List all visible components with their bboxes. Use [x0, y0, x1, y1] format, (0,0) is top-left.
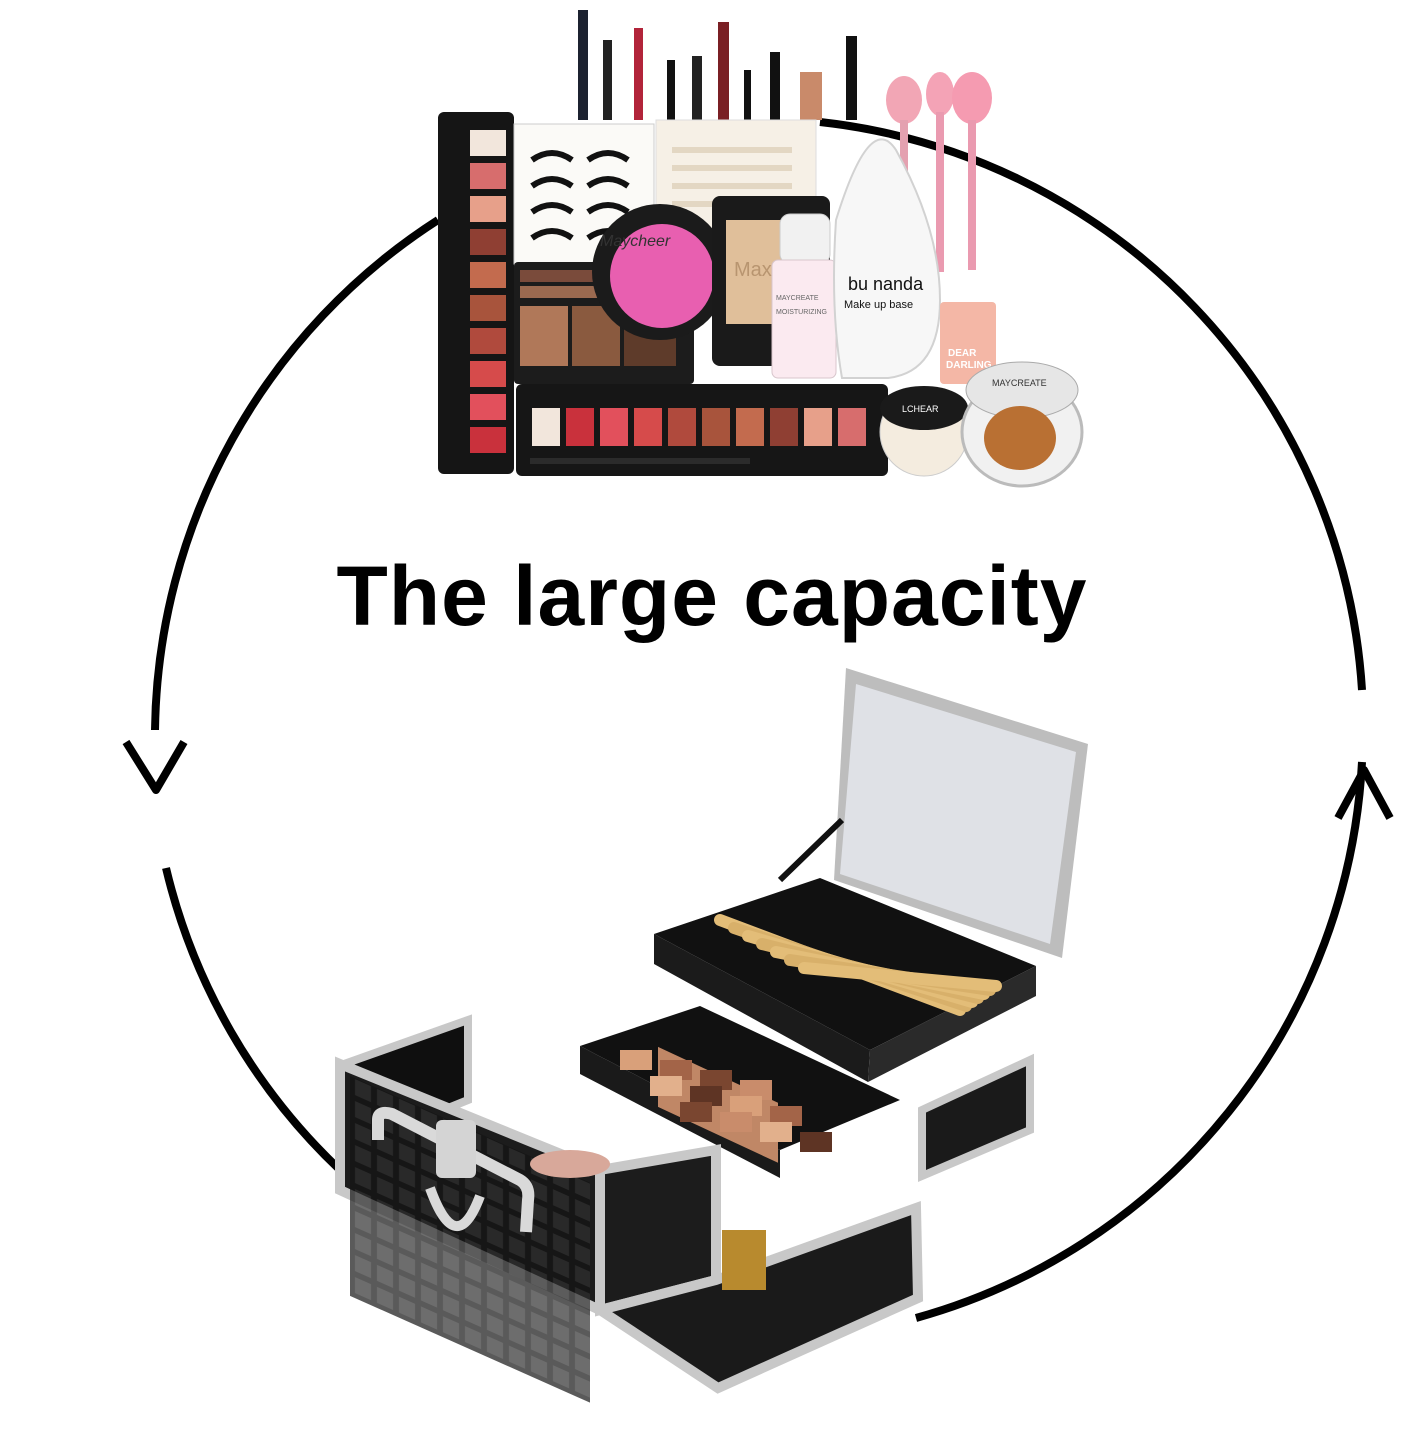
middle-tray	[580, 1006, 900, 1178]
cosmetics-group: Maycheer Max MAYCREATE MOISTURIZING bu n…	[438, 10, 1084, 488]
eyeshadow-pan	[800, 1132, 832, 1152]
eyeshadow-pan	[700, 1070, 732, 1090]
blush-brand-text: Maycheer	[600, 233, 671, 250]
eyeshadow-pan	[470, 295, 506, 321]
eyeshadow-pan	[470, 394, 506, 420]
eyeshadow-pan	[660, 1060, 692, 1080]
spray-brand-text: MAYCREATE	[776, 295, 819, 302]
cycle-arrowhead-left	[122, 739, 188, 794]
egg-brand-text: bu nanda	[848, 274, 924, 294]
eyeshadow-pan	[838, 408, 866, 446]
eyeshadow-pan	[470, 196, 506, 222]
makeup-base-egg: bu nanda Make up base	[833, 138, 942, 379]
horizontal-palette	[516, 384, 888, 476]
eyeshadow-pan	[650, 1076, 682, 1096]
top-tray	[654, 878, 1036, 1082]
eyeshadow-pan	[736, 408, 764, 446]
cushion-compact: MAYCREATE	[960, 361, 1084, 488]
eyeshadow-pan	[600, 408, 628, 446]
eyeshadow-pan	[760, 1122, 792, 1142]
eyeshadow-pan	[680, 1102, 712, 1122]
case-handle	[372, 1106, 535, 1233]
cycle-arc-top-left	[151, 216, 441, 731]
eyeshadow-pan	[470, 328, 506, 354]
eyeshadow-pan	[702, 408, 730, 446]
gloss-text-1: DEAR	[948, 348, 977, 359]
mirror-lid	[777, 668, 1088, 958]
eyeshadow-pan	[634, 408, 662, 446]
eyeshadow-pan	[740, 1080, 772, 1100]
eyeshadow-pan	[470, 229, 506, 255]
headline-text: The large capacity	[336, 549, 1088, 643]
eyeshadow-pan	[470, 361, 506, 387]
eyeshadow-pan	[770, 1106, 802, 1126]
loose-powder: LCHEAR	[879, 386, 969, 477]
lip-gloss: DEAR DARLING	[940, 302, 996, 384]
eyeshadow-pan	[690, 1086, 722, 1106]
vertical-palette	[438, 112, 514, 474]
eyeshadow-pan	[668, 408, 696, 446]
makeup-train-case	[335, 668, 1088, 1403]
egg-subtitle-text: Make up base	[844, 299, 913, 311]
blush-compact: Maycheer	[592, 204, 728, 340]
spray-line-text: MOISTURIZING	[776, 309, 827, 316]
eyeshadow-pan	[566, 408, 594, 446]
cycle-arc-bottom-right	[914, 761, 1366, 1322]
eyeshadow-pan	[804, 408, 832, 446]
eyeshadow-pan	[532, 408, 560, 446]
cycle-arc-bottom-left	[162, 867, 343, 1173]
case-body	[335, 1056, 924, 1403]
eyeshadow-pan	[470, 262, 506, 288]
cycle-arrowhead-right	[1334, 766, 1394, 820]
contour-palette	[514, 262, 694, 384]
cushion-brand-text: MAYCREATE	[992, 378, 1047, 388]
eyeshadow-pan	[720, 1112, 752, 1132]
powder-brand-text: Max	[734, 259, 772, 281]
eyeshadow-pan	[470, 163, 506, 189]
cycle-arc-top-right	[819, 118, 1366, 691]
setting-spray: MAYCREATE MOISTURIZING	[771, 213, 837, 379]
eyeshadow-pan	[770, 408, 798, 446]
eyeshadow-pan	[620, 1050, 652, 1070]
eyeshadow-pan	[470, 427, 506, 453]
gloss-text-2: DARLING	[946, 360, 992, 371]
loose-powder-brand-text: LCHEAR	[902, 404, 939, 414]
brush-handle	[798, 962, 1002, 992]
eyeshadow-pan	[730, 1096, 762, 1116]
eyeshadow-pan	[470, 130, 506, 156]
case-side-right	[918, 1053, 1034, 1183]
